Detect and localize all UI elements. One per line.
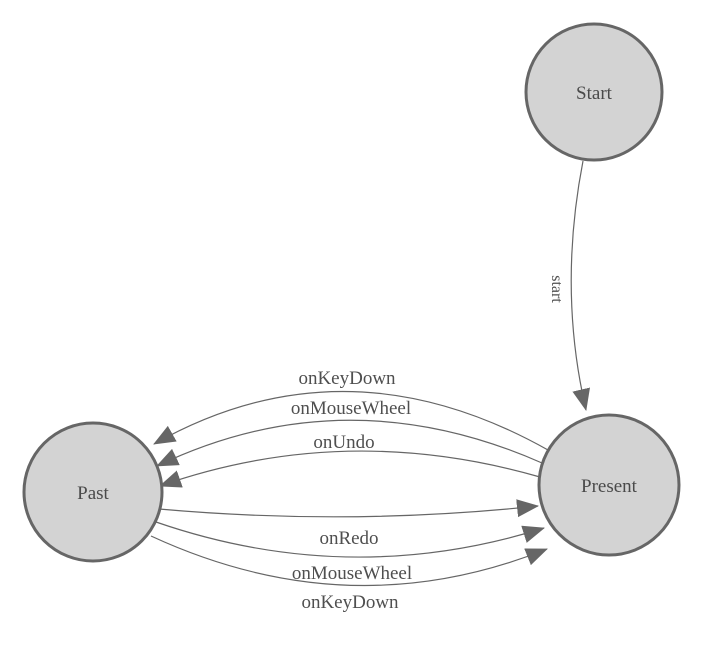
- edge-label-onundo: onUndo: [313, 432, 374, 453]
- node-start: Start: [524, 22, 664, 162]
- node-start-label: Start: [576, 83, 613, 104]
- edge-past-to-present-onkeydown: [150, 535, 548, 587]
- node-present: Present: [537, 413, 681, 557]
- node-present-label: Present: [581, 476, 638, 497]
- edge-label-start: start: [548, 275, 565, 303]
- node-past-label: Past: [77, 483, 109, 504]
- node-present-circle: [537, 413, 681, 557]
- edge-label-onmousewheel-top: onMouseWheel: [291, 398, 411, 419]
- node-start-circle: [524, 22, 664, 162]
- edge-label-onredo: onRedo: [319, 528, 378, 549]
- edge-label-onkeydown-top: onKeyDown: [298, 368, 396, 389]
- nodes-layer: Start Present Past: [22, 22, 681, 563]
- edge-label-onkeydown-bottom: onKeyDown: [301, 592, 399, 613]
- edges-layer: [150, 160, 590, 587]
- edge-present-to-past-onkeydown: [153, 390, 549, 451]
- edge-past-to-present-onmousewheel: [155, 521, 545, 558]
- edge-start-to-present: [570, 160, 590, 411]
- edge-present-to-past-onmousewheel: [156, 419, 543, 467]
- edge-past-to-present-onredo: [158, 499, 539, 518]
- edge-label-onmousewheel-bottom: onMouseWheel: [292, 563, 412, 584]
- edge-labels-layer: start onKeyDown onMouseWheel onUndo onRe…: [291, 275, 565, 613]
- edge-present-to-past-onundo: [159, 450, 541, 488]
- node-past-circle: [22, 421, 164, 563]
- node-past: Past: [22, 421, 164, 563]
